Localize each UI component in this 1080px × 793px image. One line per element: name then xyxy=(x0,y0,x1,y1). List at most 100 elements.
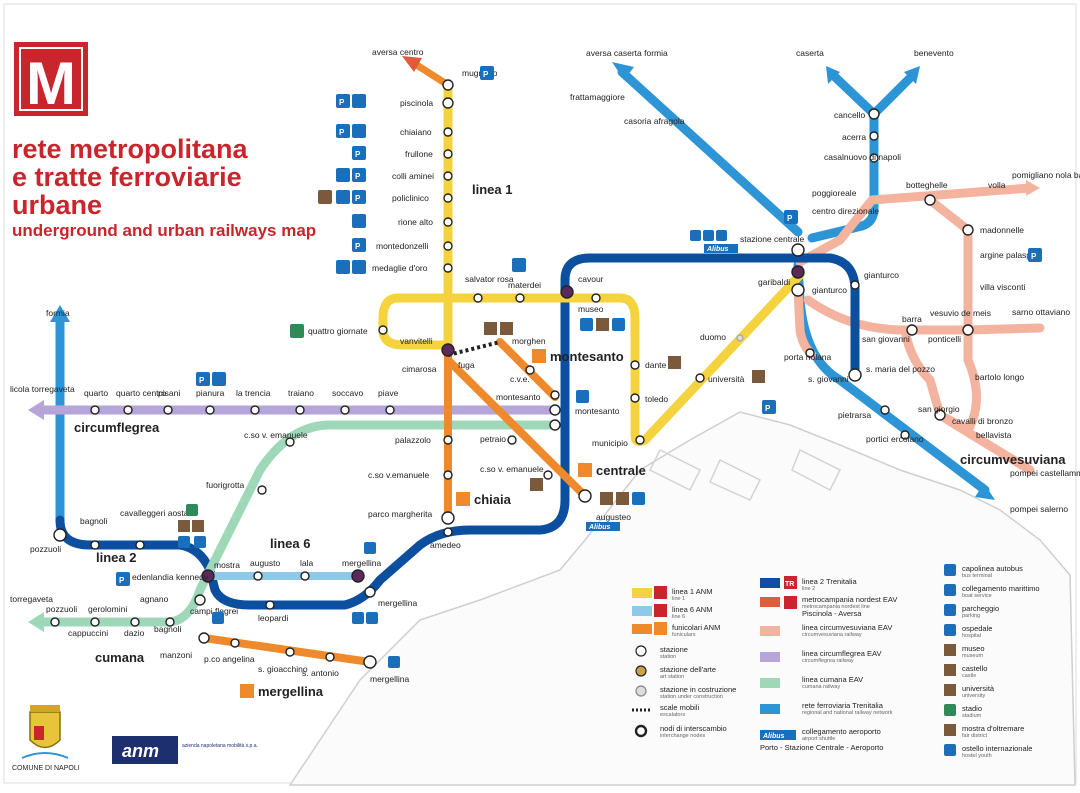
legend-funicular: funicolari ANM xyxy=(672,623,720,632)
stadium-icon xyxy=(186,504,198,516)
svg-text:P: P xyxy=(355,150,361,159)
legend-museum-icon xyxy=(944,644,956,656)
label-circumvesuviana: circumvesuviana xyxy=(960,452,1066,467)
bus-terminal-icon xyxy=(212,372,226,386)
svg-text:line 6: line 6 xyxy=(672,614,685,620)
legend-funicular-badge xyxy=(654,622,667,635)
svg-text:P: P xyxy=(339,98,345,107)
station-centro-direzionale: centro direzionale xyxy=(812,206,879,216)
legend-linea6: linea 6 ANM xyxy=(672,605,712,614)
legend-station: stazione xyxy=(660,645,688,654)
parking-icon: P xyxy=(762,400,776,414)
boat-service-icon xyxy=(632,492,645,505)
station-cimarosa: cimarosa xyxy=(402,364,437,374)
circumflegrea-arrow xyxy=(28,400,44,420)
svg-text:mostra d'oltremare: mostra d'oltremare xyxy=(962,724,1024,733)
bus-terminal-icon xyxy=(352,612,364,624)
comune-di-napoli-logo: COMUNE DI NAPOLI xyxy=(12,705,80,772)
station-toledo: toledo xyxy=(645,394,668,404)
svg-text:capolinea autobus: capolinea autobus xyxy=(962,564,1023,573)
castle-icon xyxy=(500,322,513,335)
legend-metrocampania: metrocampania nordest EAV xyxy=(802,595,897,604)
parking-icon: P xyxy=(1028,248,1042,262)
svg-text:P: P xyxy=(1031,252,1037,261)
station-botteghelle: botteghelle xyxy=(906,180,948,190)
station-corso-ve-cumana: c.so v. emanuele xyxy=(244,430,308,440)
legend: linea 1 ANM line 1 linea 6 ANM line 6 fu… xyxy=(632,564,1040,759)
title-line1: rete metropolitana xyxy=(12,134,249,164)
legend-art-station-symbol xyxy=(635,665,647,677)
station-bartolo-longo: bartolo longo xyxy=(975,372,1024,382)
station-frattamaggiore: frattamaggiore xyxy=(570,92,625,102)
svg-text:P: P xyxy=(787,214,793,223)
parking-icon: P xyxy=(196,372,210,386)
label-cumana: cumana xyxy=(95,650,145,665)
hospital-icon xyxy=(612,318,625,331)
legend-interchange-symbol xyxy=(634,724,648,738)
station-pianura: pianura xyxy=(196,388,225,398)
svg-text:circumflegrea railway: circumflegrea railway xyxy=(802,658,854,664)
svg-text:stadium: stadium xyxy=(962,713,982,719)
station-gerolomini: gerolomini xyxy=(88,604,127,614)
station-casoria: casoria afragola xyxy=(624,116,685,126)
bus-terminal-icon xyxy=(178,536,190,548)
station-quarto: quarto xyxy=(84,388,108,398)
station-la-trencia: la trencia xyxy=(236,388,271,398)
legend-m-badge xyxy=(654,604,667,617)
anm-company-logo: anm azienda napoletana mobilità s.p.a. xyxy=(112,736,258,764)
station-montesanto: montesanto xyxy=(575,406,620,416)
station-fuga: fuga xyxy=(458,360,475,370)
station-madonnelle: madonnelle xyxy=(980,225,1024,235)
station-cve: c.v.e. xyxy=(510,374,530,384)
station-cappuccini: cappuccini xyxy=(68,628,108,638)
parking-icon: P xyxy=(352,146,366,160)
svg-text:Alibus: Alibus xyxy=(762,733,784,740)
legend-tr-badge xyxy=(784,576,797,589)
station-dazio: dazio xyxy=(124,628,145,638)
station-augusto: augusto xyxy=(250,558,281,568)
station-s-giovanni: s. giovanni xyxy=(808,374,849,384)
station-chiaiano: chiaiano xyxy=(400,127,432,137)
legend-circumvesuviana: linea circumvesuviana EAV xyxy=(802,623,892,632)
bus-terminal-icon xyxy=(212,612,224,624)
svg-text:cumana railway: cumana railway xyxy=(802,684,840,690)
station-universita: università xyxy=(708,374,745,384)
station-garibaldi: garibaldi xyxy=(758,277,790,287)
hospital-icon xyxy=(352,260,366,274)
station-volla: volla xyxy=(988,180,1006,190)
cumana-arrow xyxy=(28,612,44,632)
circumvesuviana-arrow xyxy=(1026,180,1040,196)
svg-text:TR: TR xyxy=(785,581,794,588)
legend-swatch-circumvesuviana xyxy=(760,626,780,636)
station-formia: formia xyxy=(46,308,70,318)
title-subtitle: underground and urban railways map xyxy=(12,221,316,240)
station-bellavista: bellavista xyxy=(976,430,1012,440)
station-caserta: caserta xyxy=(796,48,824,58)
funicular-label-mergellina: mergellina xyxy=(258,684,324,699)
legend-linea2: linea 2 Trenitalia xyxy=(802,577,857,586)
station-petraio: petraio xyxy=(480,434,506,444)
svg-text:airport shuttle: airport shuttle xyxy=(802,736,835,742)
station-museo: museo xyxy=(578,304,604,314)
station-vanvitelli: vanvitelli xyxy=(400,336,433,346)
hospital-icon xyxy=(352,214,366,228)
station-bagnoli: bagnoli xyxy=(80,516,108,526)
station-mergellina-l2: mergellina xyxy=(378,598,417,608)
svg-text:P: P xyxy=(765,404,771,413)
station-cavalli-bronzo: cavalli di bronzo xyxy=(952,416,1013,426)
funicular-label-centrale: centrale xyxy=(596,463,646,478)
station-aversa-caserta: aversa caserta formia xyxy=(586,48,668,58)
station-pomigliano: pomigliano nola baiano xyxy=(1012,170,1080,180)
funicular-label-montesanto: montesanto xyxy=(550,349,624,364)
parking-icon xyxy=(580,318,593,331)
anm-wordmark: anm xyxy=(122,741,159,761)
svg-text:Alibus: Alibus xyxy=(588,524,610,531)
station-rione-alto: rione alto xyxy=(398,217,433,227)
svg-text:art station: art station xyxy=(660,674,684,680)
svg-text:interchange nodes: interchange nodes xyxy=(660,733,706,739)
station-cancello: cancello xyxy=(834,110,865,120)
station-licola: licola torregaveta xyxy=(10,384,75,394)
station-pozzuoli-cumana: pozzuoli xyxy=(46,604,77,614)
svg-text:parcheggio: parcheggio xyxy=(962,604,999,613)
